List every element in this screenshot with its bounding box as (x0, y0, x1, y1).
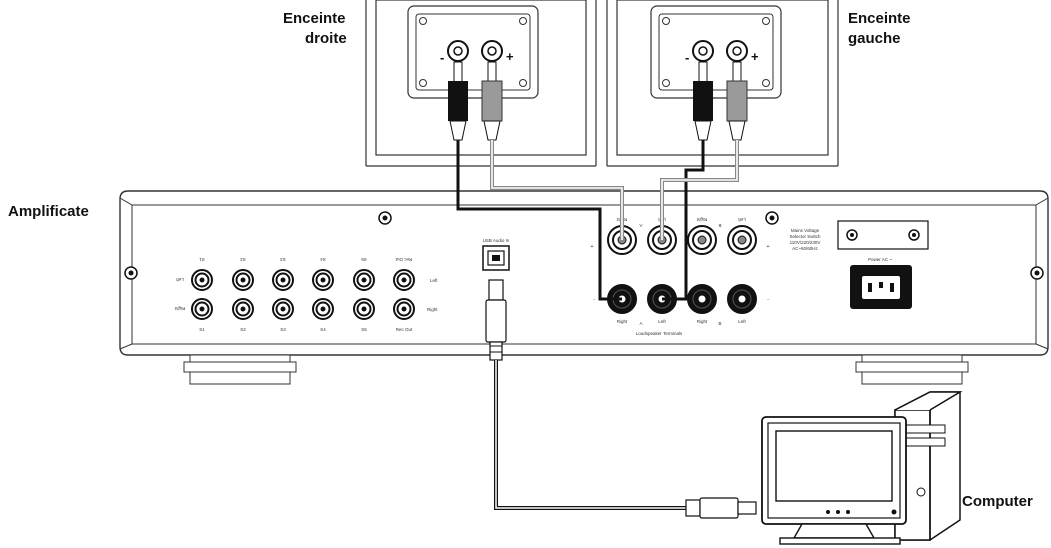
channel-label-left: Left (430, 278, 438, 283)
label-left-speaker-line2: gauche (848, 30, 901, 47)
label-amplifier: Amplificate (8, 203, 89, 220)
rca-input-label: S5 (361, 327, 367, 332)
rca-input-label-mirrored: S4 (320, 257, 326, 262)
rca-input-label-mirrored: Rec Out (395, 257, 412, 262)
rca-input-label-mirrored: S3 (280, 257, 286, 262)
rca-input-label: Rec Out (396, 327, 413, 332)
binding-post-label-mirrored: Left (738, 217, 746, 222)
rca-socket (312, 269, 334, 291)
left-speaker-minus-sign: - (685, 50, 689, 65)
svg-text:Mains Voltage: Mains Voltage (791, 228, 820, 233)
group-a-label: A (639, 321, 642, 326)
rca-input-label-mirrored: S1 (199, 257, 205, 262)
loudspeaker-terminals-label: Loudspeaker Terminals (636, 331, 683, 336)
rca-socket (272, 298, 294, 320)
speaker-minus-left: - (593, 297, 595, 303)
left-speaker-plus-terminal (726, 40, 748, 62)
label-computer: Computer (962, 493, 1033, 510)
channel-label-right-mirrored: Right (174, 306, 185, 311)
svg-text:110V/220/230V: 110V/220/230V (790, 240, 821, 245)
group-a-label-mirrored: A (639, 223, 642, 228)
power-iec-socket (850, 265, 912, 309)
rca-socket (272, 269, 294, 291)
rca-socket (393, 269, 415, 291)
binding-post-plus (687, 225, 717, 255)
channel-label-left-mirrored: Left (176, 277, 184, 282)
channel-label-right: Right (427, 307, 438, 312)
amplifier-foot-left (183, 354, 297, 385)
rca-input-labels-top: S1 S2 S3 S4 S5 Rec Out (199, 257, 413, 262)
speaker-plus-right: + (766, 244, 769, 250)
usb-b-port (482, 245, 510, 271)
rca-input-label: S3 (280, 327, 286, 332)
right-speaker-grey-plug (481, 61, 503, 141)
right-speaker-minus-sign: - (440, 50, 444, 65)
rca-socket (232, 298, 254, 320)
rca-input-label-mirrored: S2 (240, 257, 246, 262)
svg-text:AC~50/60Hz: AC~50/60Hz (792, 246, 818, 251)
power-ac-label: Power AC ~ (868, 257, 892, 262)
rca-socket (353, 298, 375, 320)
usb-cable (485, 279, 757, 519)
screw-icon (378, 211, 392, 225)
svg-text:Selector Switch: Selector Switch (789, 234, 821, 239)
screw-icon (1030, 266, 1044, 280)
computer (761, 391, 963, 545)
binding-post-label: Right (617, 319, 628, 324)
speaker-minus-right: - (767, 297, 769, 303)
binding-post-label: Left (658, 319, 666, 324)
group-b-label: B (718, 321, 721, 326)
binding-post-minus (727, 284, 757, 314)
speaker-plus-left: + (590, 244, 593, 250)
binding-post-label-mirrored: Right (696, 217, 707, 222)
right-speaker-black-plug (448, 61, 468, 141)
amplifier-foot-right (855, 354, 969, 385)
left-speaker-plus-sign: + (751, 49, 759, 64)
voltage-selector-plate (837, 220, 929, 250)
rca-socket (232, 269, 254, 291)
label-right-speaker-line1: Enceinte (283, 10, 346, 27)
binding-post-plus (727, 225, 757, 255)
rca-input-sockets (191, 269, 415, 320)
right-speaker-minus-terminal (447, 40, 469, 62)
rca-socket (312, 298, 334, 320)
speaker-cables (456, 140, 739, 301)
rca-input-labels-bottom: S1 S2 S3 S4 S5 Rec Out (199, 327, 413, 332)
rca-socket (393, 298, 415, 320)
label-left-speaker-line1: Enceinte (848, 10, 911, 27)
rca-input-label-mirrored: S5 (361, 257, 367, 262)
usb-audio-in-label: USB Audio In (483, 238, 510, 243)
left-speaker: - + (606, 0, 839, 167)
rca-input-label: S1 (199, 327, 205, 332)
screw-icon (765, 211, 779, 225)
rca-input-label: S4 (320, 327, 326, 332)
binding-post-label: Left (738, 319, 746, 324)
left-speaker-grey-plug (726, 61, 748, 141)
group-b-label-mirrored: B (718, 223, 721, 228)
label-right-speaker-line2: droite (305, 30, 347, 47)
rca-socket (353, 269, 375, 291)
binding-post-label: Right (697, 319, 708, 324)
mains-voltage-selector-text: Mains Voltage Selector Switch 110V/220/2… (789, 228, 821, 251)
right-speaker: - + (365, 0, 597, 167)
right-speaker-plus-terminal (481, 40, 503, 62)
left-speaker-minus-terminal (692, 40, 714, 62)
rca-input-label: S2 (240, 327, 246, 332)
left-speaker-black-plug (693, 61, 713, 141)
screw-icon (124, 266, 138, 280)
rca-socket (191, 298, 213, 320)
right-speaker-plus-sign: + (506, 49, 514, 64)
rca-socket (191, 269, 213, 291)
binding-post-minus (687, 284, 717, 314)
